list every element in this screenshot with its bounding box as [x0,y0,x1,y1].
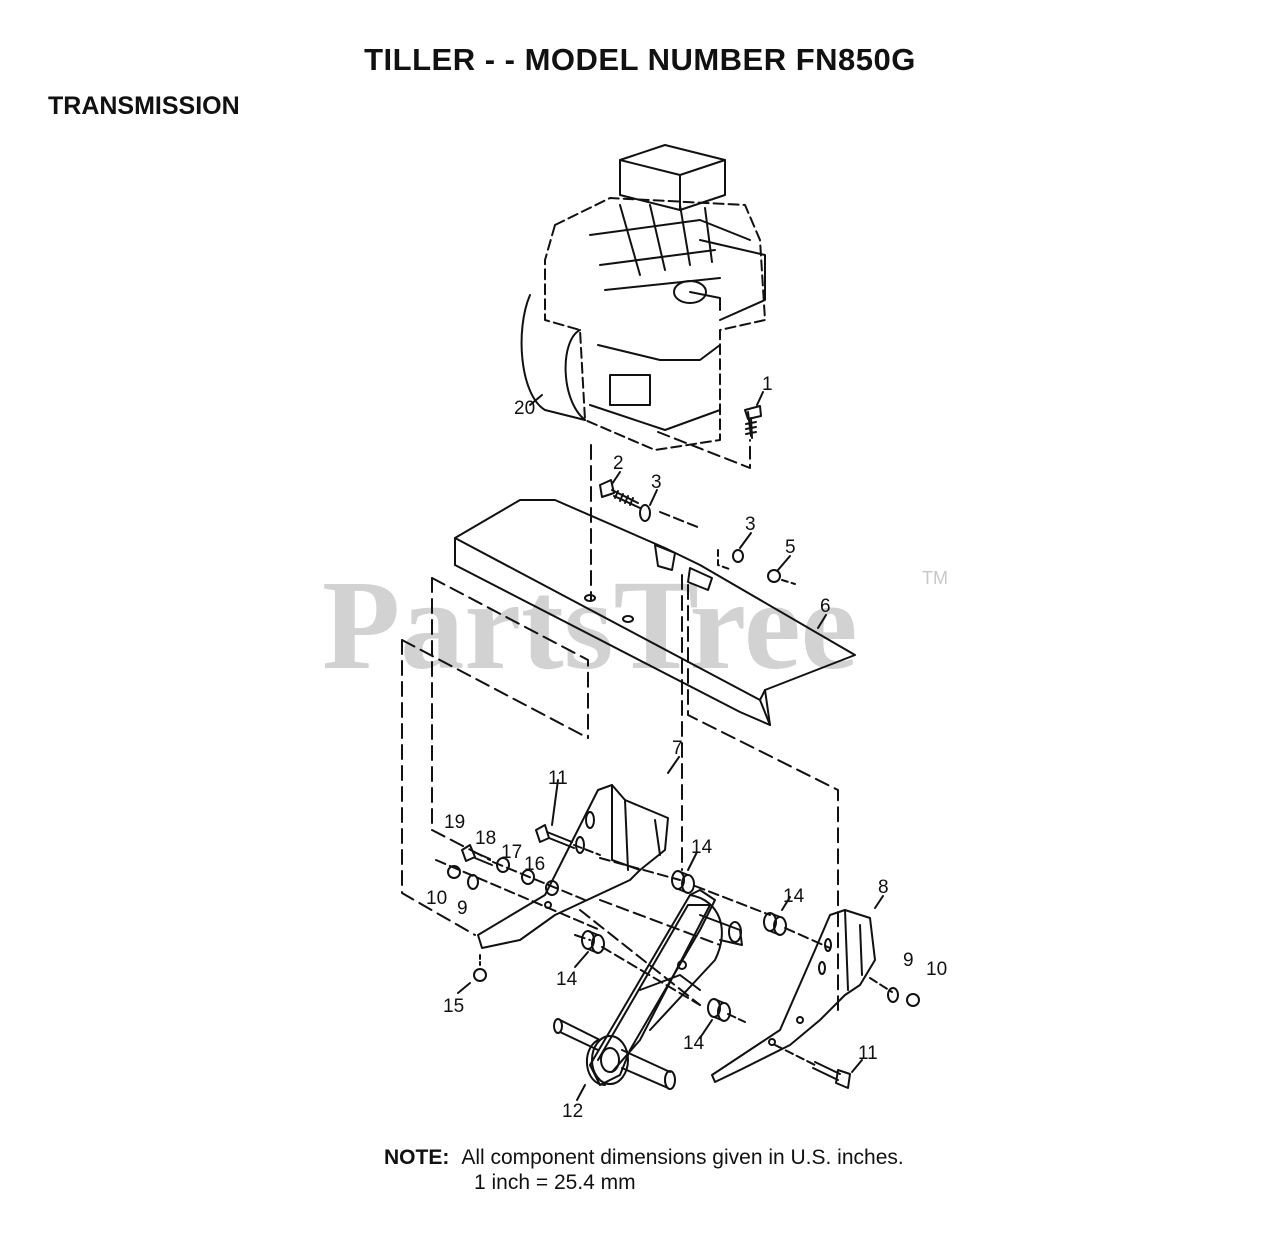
spacer-part-14c [581,930,605,954]
callout-3b: 3 [745,514,756,535]
callout-14d: 14 [683,1033,705,1054]
spacer-part-14a [671,870,695,894]
nut-part-10a [447,865,461,879]
callout-10b: 10 [926,959,947,980]
washer-part-18 [496,857,510,873]
callout-2: 2 [613,453,624,474]
dimensions-note: NOTE: All component dimensions given in U… [384,1145,904,1195]
bolt-part-19 [461,844,493,866]
bolt-part-11a [535,824,575,849]
callout-17: 17 [501,842,522,863]
washer-part-3 [639,504,651,522]
nut-part-10b [906,993,920,1007]
transmission-housing-part [553,889,743,1090]
washer-part-9a [467,874,479,890]
callout-15: 15 [443,996,464,1017]
bolt-part-2 [599,479,641,509]
callout-14b: 14 [783,886,805,907]
right-bracket-part [711,909,876,1083]
callout-6: 6 [820,596,831,617]
callout-20: 20 [514,398,535,419]
callout-14c: 14 [556,969,578,990]
callout-9b: 9 [903,950,914,971]
callout-5: 5 [785,537,796,558]
nut-part-5 [767,569,781,583]
callout-9a: 9 [457,898,468,919]
callout-14a: 14 [691,837,713,858]
washer-part-3b [732,549,744,563]
bolt-part-11b [812,1061,851,1089]
washer-part-9b [887,987,899,1003]
shield-part [454,499,856,726]
callout-10a: 10 [426,888,447,909]
section-heading: TRANSMISSION [48,92,240,120]
callout-7: 7 [672,738,683,759]
watermark-trademark: TM [922,568,948,588]
spacer-part-14d [707,998,731,1022]
engine-part [520,144,766,451]
spacer-part-14b [763,912,787,936]
note-label: NOTE: [384,1146,450,1169]
callout-11a: 11 [548,768,568,789]
note-line-2: 1 inch = 25.4 mm [474,1171,636,1194]
callout-8: 8 [878,877,889,898]
bolt-part-1 [744,405,762,439]
nut-part-15 [473,968,487,982]
left-bracket-part [477,784,669,949]
callout-3a: 3 [651,472,662,493]
callout-1: 1 [762,374,773,395]
callout-18: 18 [475,828,496,849]
callout-11b: 11 [858,1043,878,1064]
washer-part-16 [545,880,559,896]
callout-16: 16 [524,854,545,875]
washer-part-17 [521,869,535,885]
page-title: TILLER - - MODEL NUMBER FN850G [364,42,916,77]
callout-19: 19 [444,812,465,833]
note-line-1: All component dimensions given in U.S. i… [461,1146,904,1169]
callout-12: 12 [562,1101,583,1122]
